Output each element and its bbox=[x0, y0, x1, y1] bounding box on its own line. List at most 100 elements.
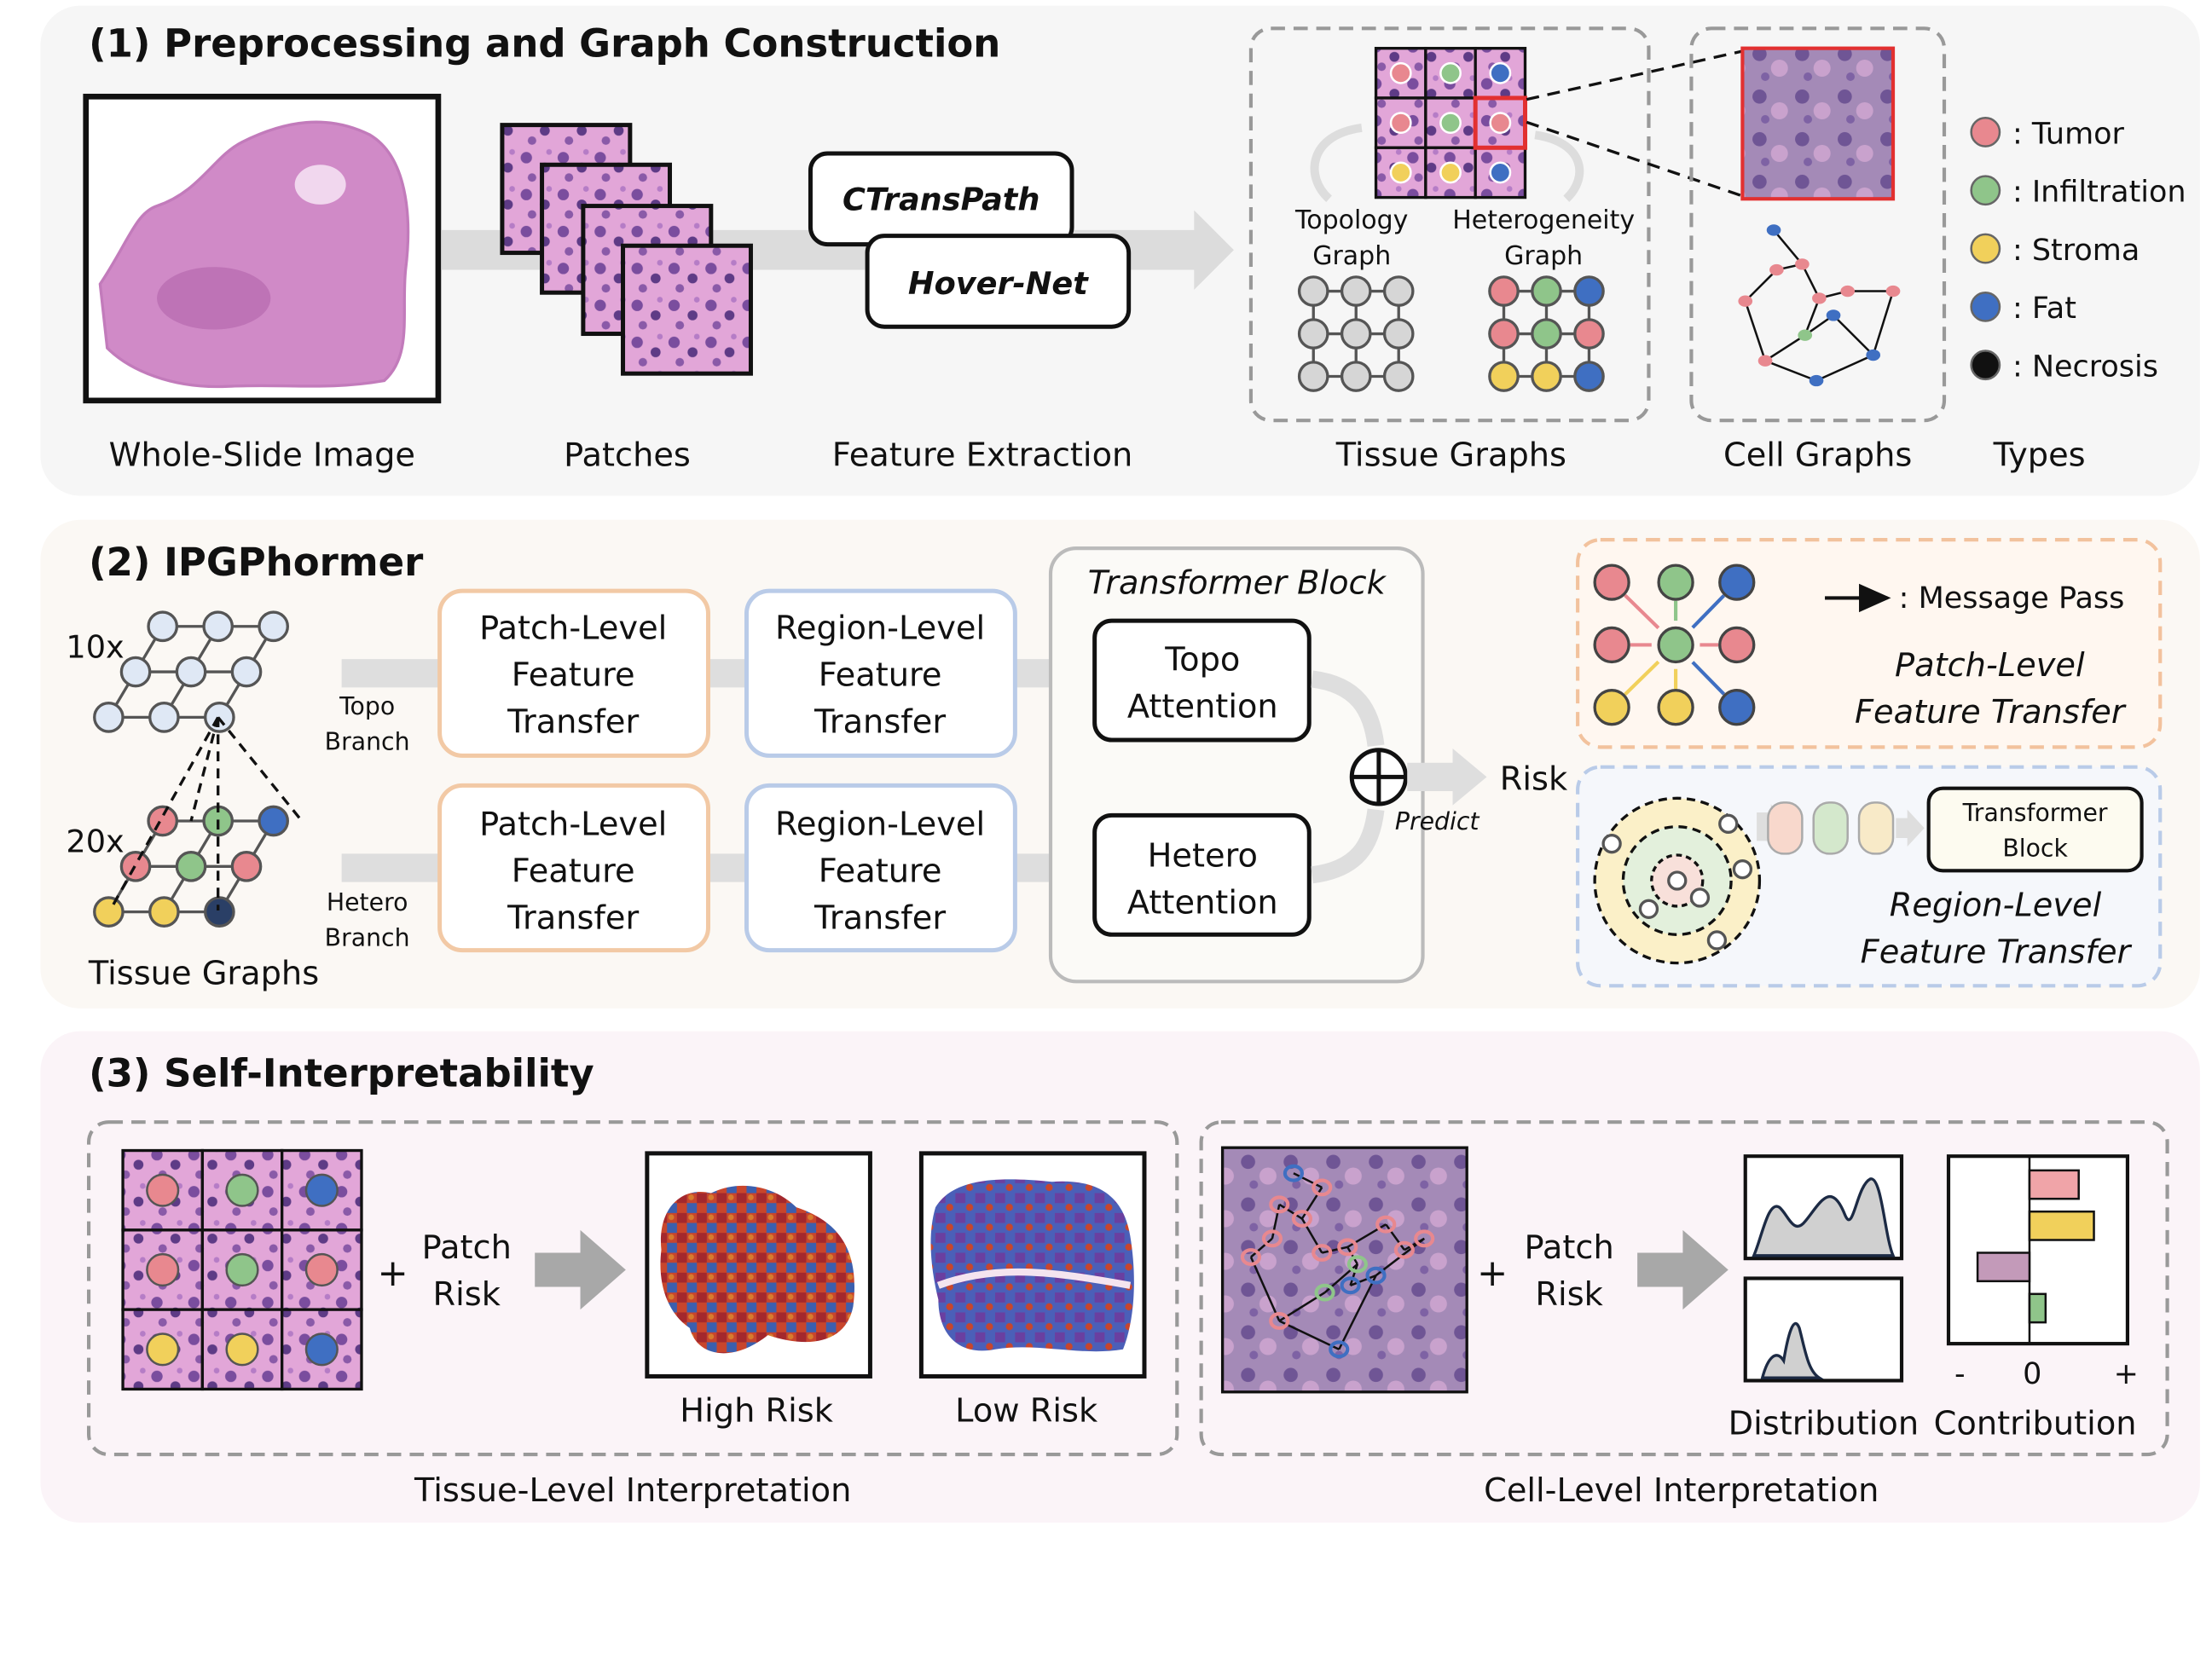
region-token bbox=[1857, 801, 1895, 855]
tissue-type-dot bbox=[1439, 112, 1462, 135]
cell-node bbox=[1340, 1276, 1361, 1295]
mag-20x-label: 20x bbox=[66, 824, 124, 860]
cell-graphs-box bbox=[1689, 26, 1947, 423]
section-2-title: (2) IPGPhormer bbox=[89, 540, 424, 585]
hetero-graph-node bbox=[1531, 275, 1562, 307]
predict-arrow bbox=[1407, 749, 1487, 806]
cell-node bbox=[1414, 1229, 1435, 1248]
low-risk-heatmap bbox=[930, 1179, 1134, 1352]
cell-edge bbox=[1764, 360, 1817, 382]
type-label: : Necrosis bbox=[2012, 350, 2158, 384]
message-node bbox=[1593, 689, 1630, 726]
contribution-bar bbox=[2028, 1210, 2095, 1241]
cell-edge bbox=[1764, 334, 1806, 362]
graph-10x-node bbox=[148, 702, 180, 733]
hovernet-box bbox=[865, 234, 1132, 329]
graph-10x-node bbox=[230, 656, 263, 688]
topology-graph-node bbox=[1297, 361, 1329, 392]
high-risk-heatmap bbox=[660, 1185, 855, 1354]
cell-node bbox=[1826, 309, 1841, 321]
cell-edge bbox=[1321, 1246, 1348, 1254]
mag-10x-label: 10x bbox=[66, 628, 124, 665]
types-legend: : Tumor: Infiltration: Stroma: Fat: Necr… bbox=[1970, 117, 2186, 384]
cell-level-box bbox=[1199, 1120, 2169, 1457]
type-swatch-icon bbox=[1970, 291, 2001, 322]
cell-edge bbox=[1804, 298, 1821, 336]
graph-20x-node bbox=[230, 850, 263, 882]
topo-to-sum-arrow bbox=[1311, 670, 1385, 748]
cell-node bbox=[1766, 224, 1781, 236]
zoom-line-bottom bbox=[1526, 120, 1743, 198]
cell-edge bbox=[1338, 1275, 1377, 1350]
patch-type-dot bbox=[225, 1252, 259, 1287]
hetero-graph-node bbox=[1488, 361, 1520, 392]
topology-graph-node bbox=[1297, 318, 1329, 350]
message-node bbox=[1593, 626, 1630, 664]
patches-caption: Patches bbox=[564, 436, 691, 474]
contribution-tick-minus: - bbox=[1954, 1357, 1966, 1391]
cell-graph-large bbox=[1240, 1164, 1435, 1359]
text-line: Transfer bbox=[814, 703, 946, 742]
text-line: Patch-Level bbox=[479, 806, 667, 844]
region-token bbox=[1767, 801, 1804, 855]
type-swatch-icon bbox=[1970, 350, 2001, 381]
graph-10x-node bbox=[175, 656, 207, 688]
text-line: Feature bbox=[819, 656, 942, 695]
graph-20x-node bbox=[175, 850, 207, 882]
plus-sign-1: + bbox=[377, 1252, 408, 1295]
cell-node bbox=[1261, 1229, 1283, 1248]
projection-line bbox=[108, 716, 220, 911]
graph-10x-node bbox=[147, 610, 179, 643]
section-1-title: (1) Preprocessing and Graph Construction bbox=[89, 21, 1000, 66]
patch-type-dot bbox=[304, 1173, 339, 1207]
graph-20x-node bbox=[148, 896, 180, 928]
message-edge bbox=[1691, 594, 1726, 629]
high-risk-label: High Risk bbox=[680, 1392, 833, 1431]
hetero-graph-node bbox=[1573, 318, 1605, 350]
cell-node bbox=[1795, 258, 1810, 270]
patch-type-dot bbox=[304, 1252, 339, 1287]
tissue-type-dot bbox=[1489, 112, 1512, 135]
hetero-graph-label-2: Graph bbox=[1504, 241, 1583, 271]
cell-node bbox=[1346, 1255, 1368, 1274]
cell-node bbox=[1365, 1266, 1387, 1285]
cell-edge bbox=[1801, 263, 1821, 299]
cell-node bbox=[1312, 1178, 1333, 1197]
text-line: Transformer bbox=[1962, 799, 2108, 827]
text-line: Attention bbox=[1127, 687, 1278, 725]
text-line: Feature bbox=[512, 853, 635, 891]
patch-type-dot bbox=[225, 1173, 259, 1207]
graph-10x-node bbox=[119, 656, 152, 688]
text-line: Patch bbox=[422, 1228, 512, 1267]
cell-node bbox=[1757, 355, 1773, 367]
tissue-type-dot bbox=[1389, 61, 1412, 84]
patch-type-dot bbox=[304, 1332, 339, 1367]
topology-graph-node bbox=[1340, 275, 1372, 307]
type-swatch-icon bbox=[1970, 175, 2001, 206]
topology-graph-node bbox=[1340, 318, 1372, 350]
cell-edge bbox=[1349, 1263, 1359, 1286]
distribution-caption: Distribution bbox=[1728, 1405, 1920, 1443]
graph-20x-node bbox=[204, 896, 235, 928]
highlight-patch bbox=[1473, 95, 1527, 150]
cell-node bbox=[1314, 1283, 1335, 1302]
hetero-curve-arrow bbox=[1534, 130, 1584, 202]
cell-node bbox=[1393, 1240, 1415, 1259]
contribution-bars bbox=[1976, 1169, 2095, 1324]
contribution-caption: Contribution bbox=[1934, 1405, 2137, 1443]
distribution-curve-1 bbox=[1752, 1177, 1896, 1257]
graph-10x-node bbox=[93, 702, 124, 733]
hetero-branch-label-1: Hetero bbox=[327, 888, 408, 916]
distribution-curve-2 bbox=[1760, 1321, 1825, 1379]
tissue-type-dot bbox=[1389, 161, 1412, 184]
wsi-caption: Whole-Slide Image bbox=[109, 436, 415, 474]
ctranspath-label: CTransPath bbox=[843, 182, 1039, 218]
hetero-branch-label-2: Branch bbox=[325, 924, 410, 952]
contribution-tick-plus: + bbox=[2114, 1357, 2139, 1391]
